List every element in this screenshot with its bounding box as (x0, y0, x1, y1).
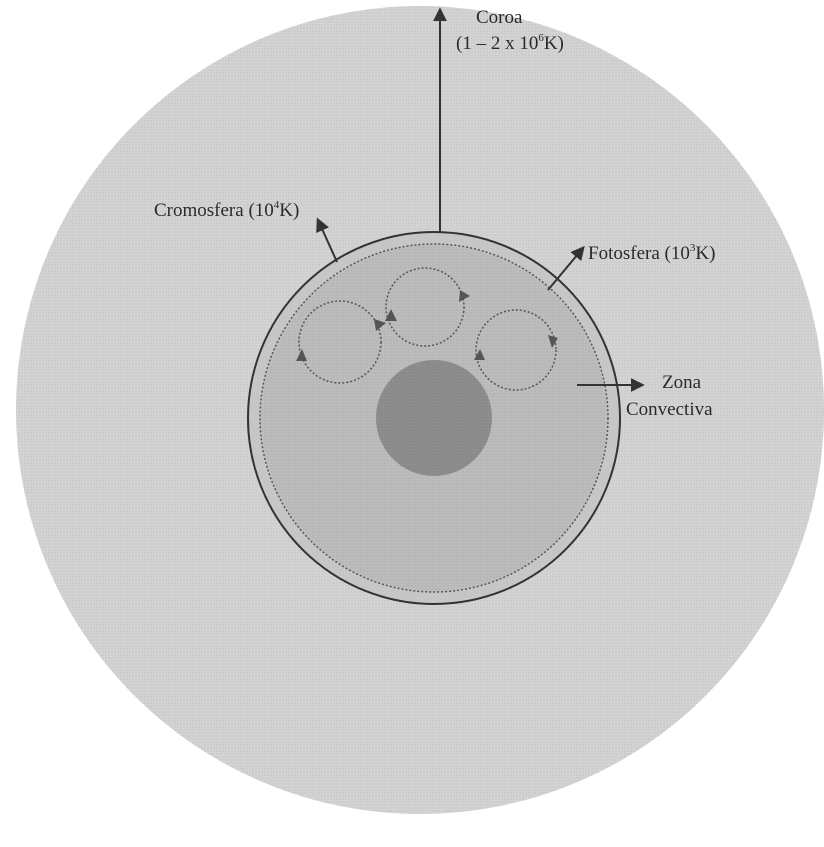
photosphere-base: Fotosfera (10 (588, 243, 690, 264)
convective-zone-label-line1: Zona (662, 372, 702, 393)
sun-core-texture (376, 360, 492, 476)
corona-temp-base: (1 – 2 x 10 (456, 33, 538, 54)
corona-temp-unit: K) (544, 33, 564, 54)
convective-zone-label-line2: Convectiva (626, 399, 713, 420)
corona-temperature-label: (1 – 2 x 106K) (456, 32, 564, 54)
chromosphere-base: Cromosfera (10 (154, 200, 274, 221)
corona-label: Coroa (476, 7, 523, 28)
chromosphere-unit: K) (279, 200, 299, 221)
photosphere-unit: K) (695, 243, 715, 264)
photosphere-label: Fotosfera (103K) (588, 242, 715, 264)
